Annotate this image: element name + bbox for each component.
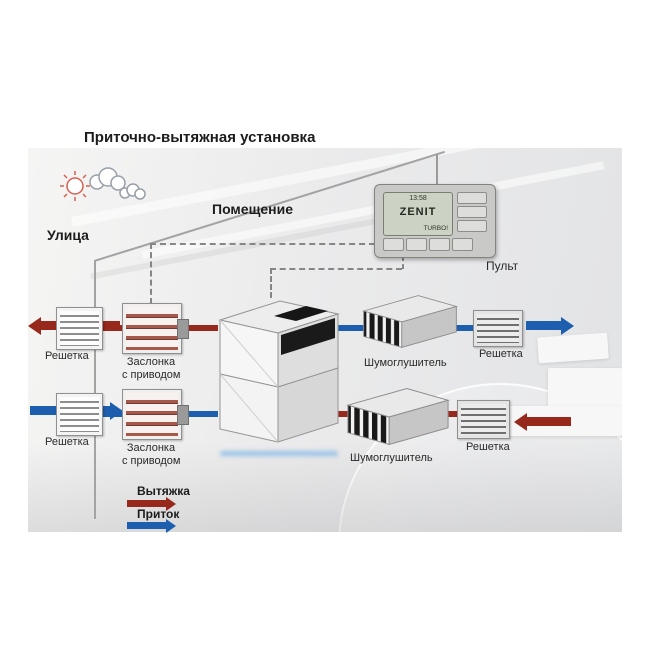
legend-supply-arrowhead	[166, 519, 176, 533]
supply-out-arrowhead	[561, 317, 574, 335]
unit-led-glow	[220, 451, 338, 456]
panel-button	[429, 238, 450, 251]
panel-button	[457, 206, 487, 218]
supply-out-arrow	[526, 321, 562, 330]
grille-slats	[60, 397, 99, 432]
furniture-shape	[537, 332, 609, 364]
room-label: Помещение	[212, 201, 294, 217]
legend-supply-label: Приток	[137, 507, 180, 521]
panel-mode: TURBO!	[423, 225, 448, 232]
duct-exhaust	[336, 411, 356, 417]
exhaust-out-arrowhead	[28, 317, 41, 335]
panel-button	[457, 220, 487, 232]
grille-slats	[60, 311, 99, 346]
sun-icon	[60, 167, 146, 201]
duct-exhaust	[446, 411, 464, 417]
damper-label-line1: Заслонка	[126, 442, 176, 454]
floor-shade	[28, 442, 622, 532]
grille-outdoor-supply	[56, 393, 103, 436]
grille-slats	[461, 404, 506, 435]
legend-exhaust-arrow	[127, 500, 167, 507]
street-label: Улица	[47, 227, 89, 243]
panel-button	[452, 238, 473, 251]
background-photo	[28, 148, 622, 532]
damper-supply	[122, 389, 189, 440]
supply-in-arrowhead	[110, 402, 123, 420]
cloud-icon	[89, 167, 146, 200]
grille-slats	[477, 314, 519, 343]
grille-label: Решетка	[45, 436, 89, 448]
silencer-label: Шумоглушитель	[364, 357, 447, 369]
grille-label: Решетка	[45, 350, 89, 362]
legend-supply-arrow	[127, 522, 167, 529]
duct-supply	[332, 325, 366, 331]
damper-actuator	[177, 318, 189, 339]
damper-label-line1: Заслонка	[126, 356, 176, 368]
damper-exhaust	[122, 303, 189, 354]
panel-wire	[436, 154, 438, 185]
silencer-label: Шумоглушитель	[350, 452, 433, 464]
exhaust-in-arrowhead	[514, 413, 527, 431]
control-wire-dashed	[150, 243, 375, 245]
grille-label: Решетка	[466, 441, 510, 453]
duct-supply	[178, 411, 218, 417]
control-wire-dashed	[402, 256, 404, 269]
grille-indoor-supply	[473, 310, 523, 347]
furniture-shape	[548, 368, 622, 408]
remote-control-panel: 13:58 ZENIT TURBO!	[374, 184, 496, 258]
grille-indoor-exhaust	[457, 400, 510, 439]
panel-button	[383, 238, 404, 251]
control-wire-dashed	[270, 268, 272, 298]
damper-label-line2: с приводом	[122, 455, 181, 467]
air-handling-unit	[218, 300, 340, 443]
grille-label: Решетка	[479, 348, 523, 360]
panel-time: 13:58	[409, 195, 427, 202]
panel-button	[406, 238, 427, 251]
silencer-exhaust	[346, 387, 450, 446]
panel-button	[457, 192, 487, 204]
damper-blades	[126, 307, 178, 350]
duct-supply	[452, 325, 478, 331]
panel-label: Пульт	[486, 259, 519, 273]
panel-screen: 13:58 ZENIT TURBO!	[383, 192, 453, 236]
silencer-supply	[361, 295, 459, 348]
damper-blades	[126, 393, 178, 436]
legend-exhaust-label: Вытяжка	[137, 484, 190, 498]
exhaust-in-arrow	[527, 417, 571, 426]
panel-brand: ZENIT	[399, 206, 437, 218]
sun-rays	[60, 171, 90, 201]
legend-exhaust-arrowhead	[166, 497, 176, 511]
damper-label-line2: с приводом	[122, 369, 181, 381]
page-title: Приточно-вытяжная установка	[84, 129, 316, 146]
grille-outdoor-exhaust	[56, 307, 103, 350]
control-wire-dashed	[150, 243, 152, 304]
control-wire-dashed	[270, 268, 402, 270]
duct-exhaust	[178, 325, 218, 331]
wall-line	[94, 261, 96, 519]
damper-actuator	[177, 404, 189, 425]
